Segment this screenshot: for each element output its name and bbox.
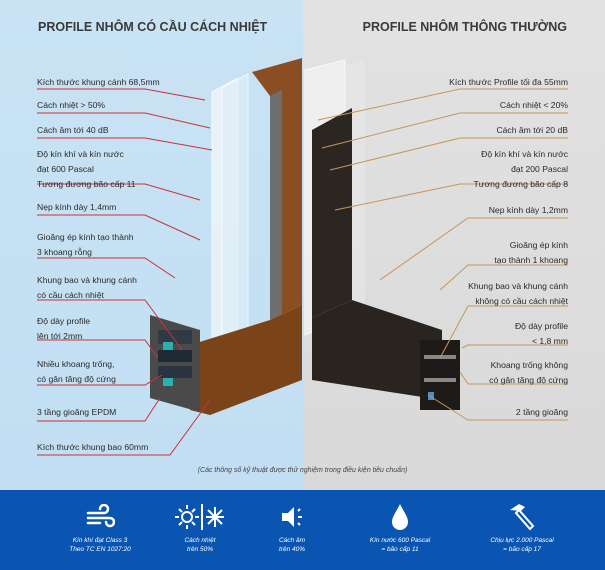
thermal-spec-label: Cách âm tới 40 dB <box>37 123 187 138</box>
standard-spec-label: Cách âm tới 20 dB <box>418 123 568 138</box>
thermal-spec-label: Cách nhiệt > 50% <box>37 98 187 113</box>
speaker-icon <box>232 498 352 536</box>
standard-spec-label: Cách nhiệt < 20% <box>418 98 568 113</box>
feature-caption: Kín nước 600 Pascal= bão cấp 11 <box>369 537 431 553</box>
left-leader-lines <box>37 88 213 456</box>
spec-text: có gân tăng độ cứng <box>489 375 568 385</box>
spec-text: 3 tầng gioăng EPDM <box>37 407 117 417</box>
spec-text: không có cầu cách nhiệt <box>475 296 568 306</box>
wind-icon <box>40 498 160 536</box>
standard-spec-label: Nẹp kính dày 1,2mm <box>418 203 568 218</box>
standard-spec-label: Khoang trống không có gân tăng độ cứng <box>418 358 568 388</box>
feature-wind-load: Chịu lực 2.000 Pascal= bão cấp 17 <box>462 498 582 554</box>
standard-spec-label: Khung bao và khung cánh không có cầu cách… <box>418 279 568 309</box>
spec-text: Độ kín khí và kín nước <box>37 149 124 159</box>
thermal-spec-label: Kích thước khung bao 60mm <box>37 440 187 455</box>
sun-snow-icon <box>140 498 260 536</box>
spec-text: Cách âm tới 20 dB <box>496 125 568 135</box>
spec-text: Kích thước khung cánh 68,5mm <box>37 77 160 87</box>
thermal-spec-label: 3 tầng gioăng EPDM <box>37 405 187 420</box>
thermal-spec-label: Gioăng ép kính tạo thành 3 khoang rỗng <box>37 230 187 260</box>
feature-watertight: Kín nước 600 Pascal= bão cấp 11 <box>340 498 460 554</box>
hammer-icon <box>462 498 582 536</box>
spec-text: Độ dày profile <box>37 316 91 326</box>
standard-spec-label: 2 tầng gioăng <box>418 405 568 420</box>
spec-text: có gân tăng độ cứng <box>37 374 116 384</box>
thermal-spec-label: Kích thước khung cánh 68,5mm <box>37 75 187 90</box>
standard-spec-label: Kích thước Profile tối đa 55mm <box>418 75 568 90</box>
spec-text: Độ kín khí và kín nước <box>481 149 568 159</box>
spec-text: Khung bao và khung cánh <box>37 275 137 285</box>
spec-text: Cách nhiệt > 50% <box>37 100 106 110</box>
spec-text: có cầu cách nhiệt <box>37 290 104 300</box>
thermal-spec-label: Khung bao và khung cánh có cầu cách nhiệt <box>37 273 187 303</box>
thermal-spec-label: Độ dày profile lên tới 2mm <box>37 314 187 344</box>
spec-text: Độ dày profile <box>514 321 568 331</box>
spec-text: Cách âm tới 40 dB <box>37 125 109 135</box>
thermal-break-title: PROFILE NHÔM CÓ CẦU CÁCH NHIỆT <box>38 20 268 34</box>
spec-text: Kích thước khung bao 60mm <box>37 442 149 452</box>
spec-text: Gioăng ép kính tạo thành <box>37 232 134 242</box>
spec-text: Kích thước Profile tối đa 55mm <box>449 77 568 87</box>
spec-text: 3 khoang rỗng <box>37 247 92 257</box>
spec-text: 2 tầng gioăng <box>515 407 568 417</box>
right-leader-lines <box>317 88 568 421</box>
spec-text: Khoang trống không <box>490 360 568 370</box>
standard-spec-label: Gioăng ép kính tạo thành 1 khoang <box>418 238 568 268</box>
window-profile-illustration <box>37 58 568 456</box>
spec-text: Tương đương bão cấp 11 <box>37 179 136 189</box>
spec-text: Nhiều khoang trống, <box>37 359 115 369</box>
spec-text: lên tới 2mm <box>37 331 83 341</box>
spec-text: Tương đương bão cấp 8 <box>473 179 568 189</box>
spec-text: Nẹp kính dày 1,4mm <box>37 202 117 212</box>
footnote: (Các thông số kỹ thuật được thử nghiệm t… <box>197 467 408 474</box>
feature-caption: Chịu lực 2.000 Pascal= bão cấp 17 <box>490 537 554 553</box>
water-drop-icon <box>340 498 460 536</box>
spec-text: Gioăng ép kính <box>509 240 568 250</box>
thermal-spec-label: Nẹp kính dày 1,4mm <box>37 200 187 215</box>
spec-text: Khung bao và khung cánh <box>468 281 568 291</box>
spec-text: Nẹp kính dày 1,2mm <box>488 205 568 215</box>
spec-text: < 1,8 mm <box>531 336 568 346</box>
standard-spec-label: Độ dày profile < 1,8 mm <box>418 319 568 349</box>
spec-text: đạt 200 Pascal <box>511 164 568 174</box>
spec-text: tạo thành 1 khoang <box>494 255 568 265</box>
spec-text: đạt 600 Pascal <box>37 164 94 174</box>
standard-profile-title: PROFILE NHÔM THÔNG THƯỜNG <box>362 20 567 34</box>
spec-text: Cách nhiệt < 20% <box>499 100 568 110</box>
left-panel-background <box>0 0 303 490</box>
thermal-spec-label: Nhiều khoang trống, có gân tăng độ cứng <box>37 357 187 387</box>
